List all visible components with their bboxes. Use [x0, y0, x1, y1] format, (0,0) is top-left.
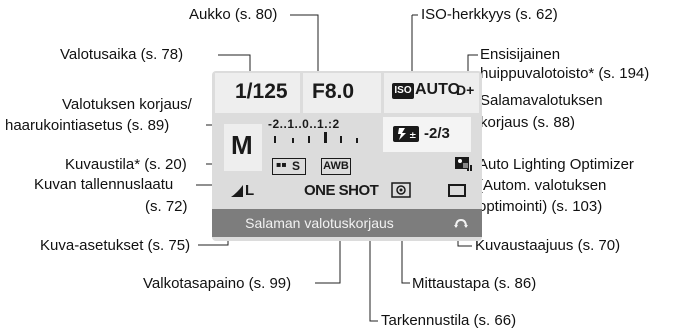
leader-aperture — [290, 14, 319, 72]
label-aperture: Aukko (s. 80) — [189, 6, 278, 23]
status-text: Salaman valotuskorjaus — [245, 215, 394, 231]
status-bar: Salaman valotuskorjaus — [212, 209, 482, 237]
scale-tick — [308, 136, 310, 143]
iso-value: AUTO — [415, 81, 461, 98]
flash-comp-value: -2/3 — [424, 125, 450, 142]
svg-text:±: ± — [409, 131, 417, 141]
shooting-mode: M — [231, 130, 253, 160]
label-drive: Kuvaustaajuus (s. 70) — [475, 237, 621, 254]
scale-center-tick — [324, 132, 327, 143]
scale-tick — [274, 136, 276, 143]
label-exposure-line1: Valotuksen korjaus/ — [62, 96, 192, 113]
evaluative-metering-icon[interactable] — [391, 182, 411, 198]
exposure-scale[interactable]: -2..1..0..1.:2 — [268, 117, 340, 131]
label-iso: ISO-herkkyys (s. 62) — [421, 6, 558, 23]
leader-shutter — [218, 54, 251, 72]
label-flash-line1: Salamavalotuksen — [480, 92, 603, 109]
label-quality-line1: Kuvan tallennuslaatu — [34, 176, 174, 193]
aperture-cell[interactable] — [303, 73, 381, 113]
exposure-scale-ticks — [274, 132, 358, 143]
mode-cell[interactable] — [224, 124, 262, 171]
scale-tick — [292, 138, 294, 143]
leader-htp — [467, 54, 478, 72]
shutter-cell[interactable] — [215, 73, 300, 113]
label-picture-style: Kuva-asetukset (s. 75) — [40, 237, 191, 254]
label-htp-line2: huippuvalotoisto* (s. 194) — [480, 65, 650, 82]
label-alo-line1: Auto Lighting Optimizer — [478, 156, 634, 173]
label-af-mode: Tarkennustila (s. 66) — [381, 312, 517, 329]
label-flash-line2: korjaus (s. 88) — [480, 114, 576, 131]
label-metering: Mittaustapa (s. 86) — [412, 275, 537, 292]
single-shooting-icon[interactable] — [448, 184, 466, 197]
picture-style-box[interactable]: ▪▪ S — [272, 158, 306, 175]
label-alo-line2: (Autom. valotuksen — [478, 177, 607, 194]
label-shutter: Valotusaika (s. 78) — [60, 46, 184, 63]
label-quality-line2: (s. 72) — [145, 198, 188, 215]
flash-comp-icon: ± — [393, 126, 419, 142]
highlight-tone-priority: D+ — [456, 82, 475, 98]
label-exposure-line2: haarukointiasetus (s. 89) — [5, 117, 170, 134]
scale-tick — [340, 136, 342, 143]
aperture-value: F8.0 — [312, 80, 355, 103]
picture-style-value: S — [292, 159, 301, 173]
auto-lighting-optimizer-icon[interactable] — [455, 156, 473, 172]
af-mode-value[interactable]: ONE SHOT — [304, 182, 379, 199]
label-htp-line1: Ensisijainen — [480, 46, 561, 63]
label-mode: Kuvaustila* (s. 20) — [65, 156, 187, 173]
scale-tick — [356, 138, 358, 143]
iso-icon: ISO — [392, 83, 414, 99]
white-balance-value[interactable]: AWB — [321, 158, 351, 175]
return-arrow-icon[interactable] — [454, 217, 468, 229]
picture-style-icon: ▪▪ — [276, 160, 287, 169]
image-quality[interactable]: L — [245, 182, 255, 199]
quality-fine-icon — [231, 185, 243, 197]
label-alo-line3: optimointi) (s. 103) — [478, 198, 603, 215]
label-white-balance: Valkotasapaino (s. 99) — [143, 275, 292, 292]
shutter-speed-value: 1/125 — [235, 80, 288, 103]
